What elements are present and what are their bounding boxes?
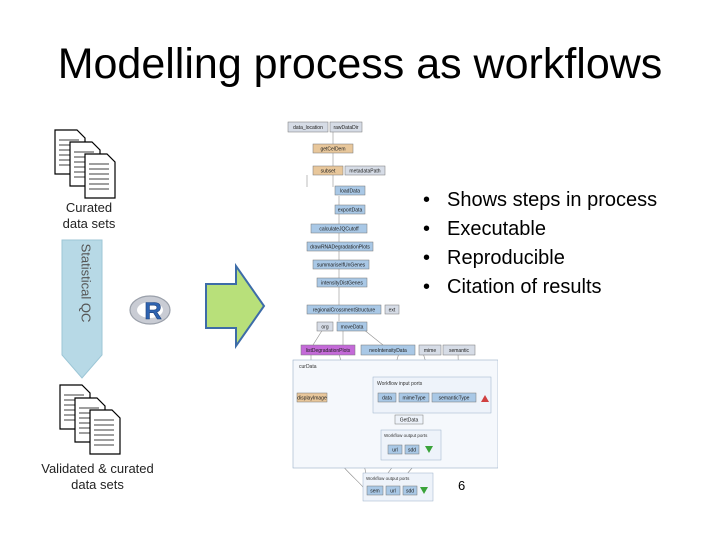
workflow-node-label: loadData — [340, 189, 360, 195]
workflow-node-label: subset — [321, 169, 336, 175]
feature-list: Shows steps in process Executable Reprod… — [423, 186, 657, 302]
workflow-node-get-cel-dem: getCelDem — [312, 143, 354, 154]
feature-list-item: Shows steps in process — [423, 186, 657, 215]
r-logo-letter: R — [144, 298, 161, 325]
outputs-panel-title: Workflow output ports — [366, 476, 410, 481]
workflow-node-sdd: sdd — [404, 444, 420, 455]
workflow-node-org: org — [316, 321, 334, 332]
warning-icon — [481, 395, 489, 402]
workflow-node-url: url — [387, 444, 403, 455]
workflow-node-data-location: data_location — [287, 121, 329, 133]
r-logo-icon: R — [129, 295, 171, 325]
feature-list-item: Citation of results — [423, 273, 657, 302]
qc-label: Statistical QC — [79, 244, 94, 323]
workflow-node-out-sdd: sdd — [402, 485, 418, 496]
workflow-node-label: semantic — [449, 348, 470, 354]
workflow-node-label: moveData — [341, 325, 364, 331]
workflow-node-data: data — [377, 392, 397, 403]
workflow-node-load-data: loadData — [334, 185, 366, 196]
workflow-node-summarise: summariseIfUnGenes — [312, 259, 370, 270]
workflow-node-display-image: displayImage — [296, 392, 328, 403]
workflow-node-label: mimeType — [402, 396, 425, 402]
workflow-node-label: sem — [370, 489, 379, 495]
workflow-node-raw-data-dir: rawDataDir — [329, 121, 363, 133]
output-triangle-icon — [425, 446, 433, 453]
workflow-node-label: GetData — [400, 418, 419, 424]
workflow-node-label: semanticType — [439, 396, 470, 402]
workflow-node-label: data_location — [293, 125, 323, 131]
workflow-node-export-data: exportData — [334, 204, 366, 215]
slide-title: Modelling process as workflows — [57, 40, 663, 88]
workflow-node-mime-type: mimeType — [398, 392, 430, 403]
workflow-node-label: neoIntensityData — [369, 348, 407, 354]
validated-data-caption: Validated & curated data sets — [41, 461, 154, 492]
workflow-node-regional: regionalCrossmentStructure — [306, 304, 382, 315]
workflow-node-semantic: semantic — [442, 344, 476, 356]
feature-list-item: Reproducible — [423, 244, 657, 273]
workflow-node-semantic-type: semanticType — [431, 392, 477, 403]
inputs-panel-title: Workflow input ports — [377, 381, 423, 387]
workflow-node-draw-rna: drawRNADegradationPlots — [306, 241, 374, 252]
workflow-node-move-data: moveData — [336, 321, 368, 332]
workflow-node-get-data: GetData — [394, 414, 424, 425]
workflow-node-out-url: url — [385, 485, 401, 496]
workflow-node-label: sdd — [406, 489, 414, 495]
workflow-node-intensity: intensityDistGenes — [316, 277, 368, 288]
workflow-node-label: mime — [424, 348, 436, 354]
workflow-node-list-degradation: listDegradationPlots — [300, 344, 356, 356]
left-diagram: Statistical QC R — [54, 129, 171, 455]
workflow-node-label: regionalCrossmentStructure — [313, 308, 375, 314]
workflow-node-label: url — [392, 448, 398, 454]
workflow-node-mime: mime — [418, 344, 442, 356]
workflow-node-label: data — [382, 396, 392, 402]
workflow-node-label: org — [321, 325, 328, 331]
workflow-diagram: data_location rawDataDir getCelDem subse… — [287, 121, 498, 502]
inner-outputs-title: Workflow output ports — [384, 433, 428, 438]
workflow-node-out-sem: sem — [366, 485, 384, 496]
workflow-node-label: intensityDistGenes — [321, 281, 363, 287]
workflow-node-label: exportData — [338, 208, 363, 214]
workflow-node-label: getCelDem — [320, 147, 345, 153]
page-number: 6 — [458, 478, 466, 493]
workflow-node-label: drawRNADegradationPlots — [310, 245, 370, 251]
workflow-node-metadata-path: metadataPath — [344, 165, 386, 176]
workflow-node-subset: subset — [312, 165, 344, 176]
workflow-node-label: displayImage — [297, 396, 327, 402]
outputs-triangle-icon — [420, 487, 428, 494]
nested-workflow-title: curData — [299, 364, 317, 370]
curated-documents-icon — [54, 129, 116, 199]
workflow-node-label: summariseIfUnGenes — [317, 263, 366, 269]
curated-data-caption: Curated data sets — [62, 200, 116, 231]
validated-documents-icon — [59, 384, 121, 455]
workflow-node-label: calculateJQCutoff — [319, 227, 359, 233]
qc-arrow-shape — [61, 239, 103, 379]
workflow-node-ext: ext — [384, 304, 400, 315]
workflow-node-label: listDegradationPlots — [306, 348, 351, 354]
process-arrow-icon — [205, 262, 266, 350]
feature-list-item: Executable — [423, 215, 657, 244]
workflow-node-label: ext — [389, 308, 396, 314]
workflow-node-label: rawDataDir — [333, 125, 358, 131]
workflow-node-label: url — [390, 489, 396, 495]
workflow-node-label: metadataPath — [349, 169, 380, 175]
workflow-node-neo-intensity: neoIntensityData — [360, 344, 416, 356]
workflow-node-label: sdd — [408, 448, 416, 454]
workflow-node-calc-qc: calculateJQCutoff — [310, 223, 368, 234]
